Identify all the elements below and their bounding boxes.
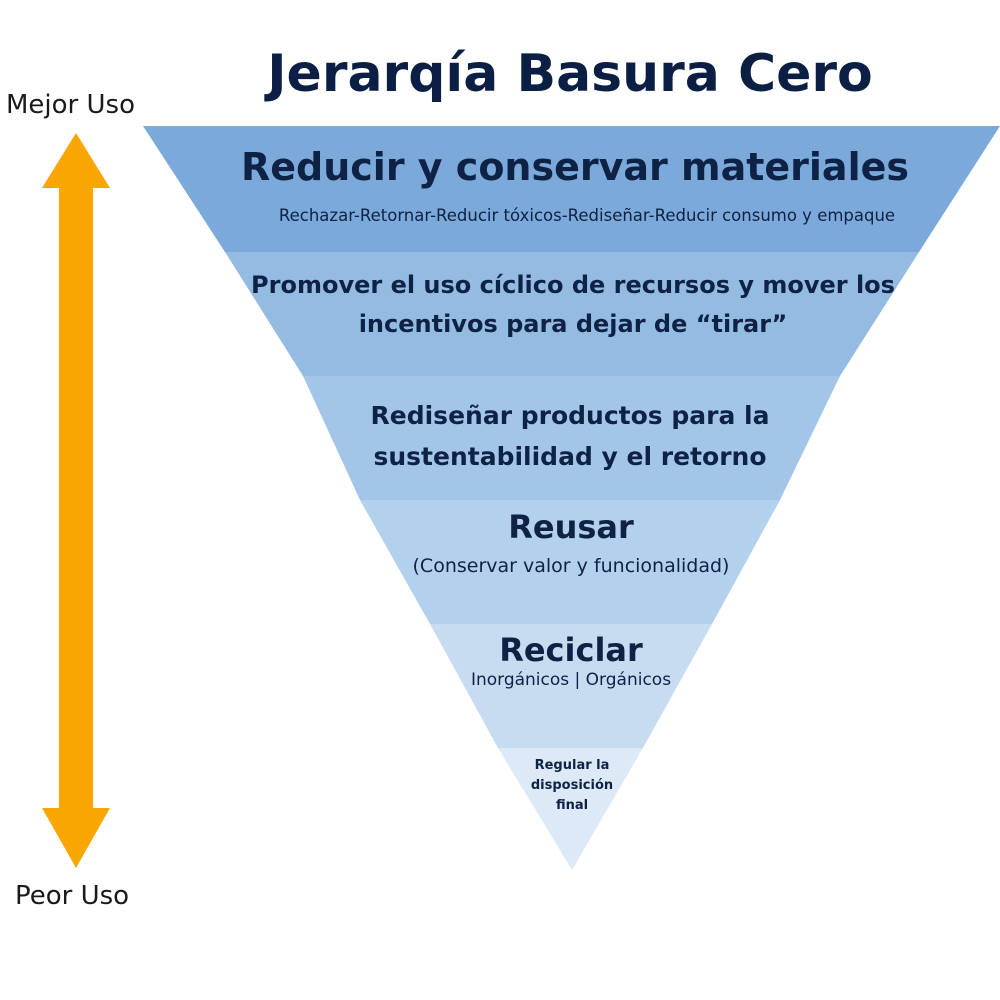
pyramid-band-reuse bbox=[360, 500, 780, 624]
level-disposal-line-2: disposición bbox=[530, 778, 614, 793]
pyramid-band-redesign bbox=[303, 376, 840, 500]
level-cyclic-use-line-2: incentivos para dejar de “tirar” bbox=[358, 310, 788, 338]
pyramid-band-recycle bbox=[430, 624, 712, 748]
level-disposal-line-1: Regular la bbox=[534, 758, 610, 773]
pyramid-band-cyclic-use bbox=[225, 252, 919, 376]
level-reuse-title: Reusar bbox=[508, 508, 634, 546]
level-recycle-subtitle: Inorgánicos | Orgánicos bbox=[470, 670, 672, 690]
worst-use-label: Peor Uso bbox=[15, 881, 130, 911]
level-reduce-title: Reducir y conservar materiales bbox=[240, 145, 909, 189]
diagram-title: Jerarqía Basura Cero bbox=[267, 44, 873, 104]
level-disposal-line-3: final bbox=[555, 798, 589, 813]
pyramid-band-disposal bbox=[498, 748, 643, 870]
level-reuse-subtitle: (Conservar valor y funcionalidad) bbox=[412, 555, 730, 577]
level-cyclic-use-line-1: Promover el uso cíclico de recursos y mo… bbox=[251, 271, 895, 299]
level-reduce-subtitle: Rechazar-Retornar-Reducir tóxicos-Redise… bbox=[278, 206, 896, 225]
best-use-label: Mejor Uso bbox=[6, 90, 135, 120]
double-arrow-icon bbox=[42, 133, 110, 868]
level-recycle-title: Reciclar bbox=[499, 631, 643, 669]
level-redesign-line-2: sustentabilidad y el retorno bbox=[373, 442, 767, 471]
pyramid-band-reduce bbox=[143, 126, 1000, 252]
level-redesign-line-1: Rediseñar productos para la bbox=[370, 401, 770, 430]
